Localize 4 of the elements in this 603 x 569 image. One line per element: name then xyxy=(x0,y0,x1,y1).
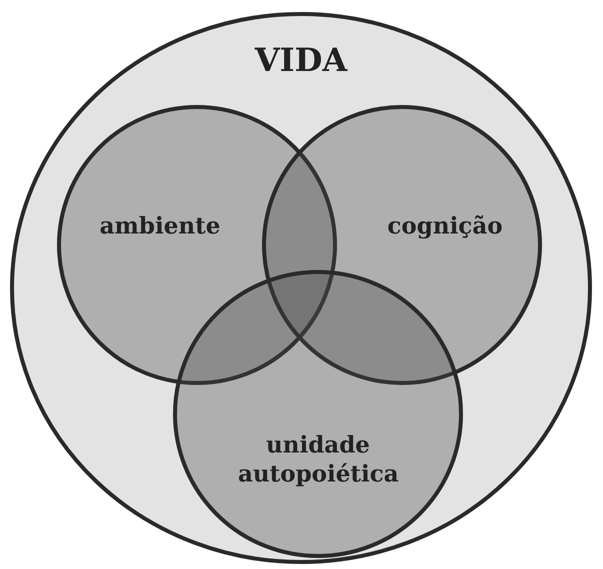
set-title: VIDA xyxy=(254,40,348,80)
set-label: ambiente xyxy=(98,212,222,242)
set-label: cognição xyxy=(386,212,504,242)
set-label: unidade autopoiética xyxy=(238,431,398,489)
